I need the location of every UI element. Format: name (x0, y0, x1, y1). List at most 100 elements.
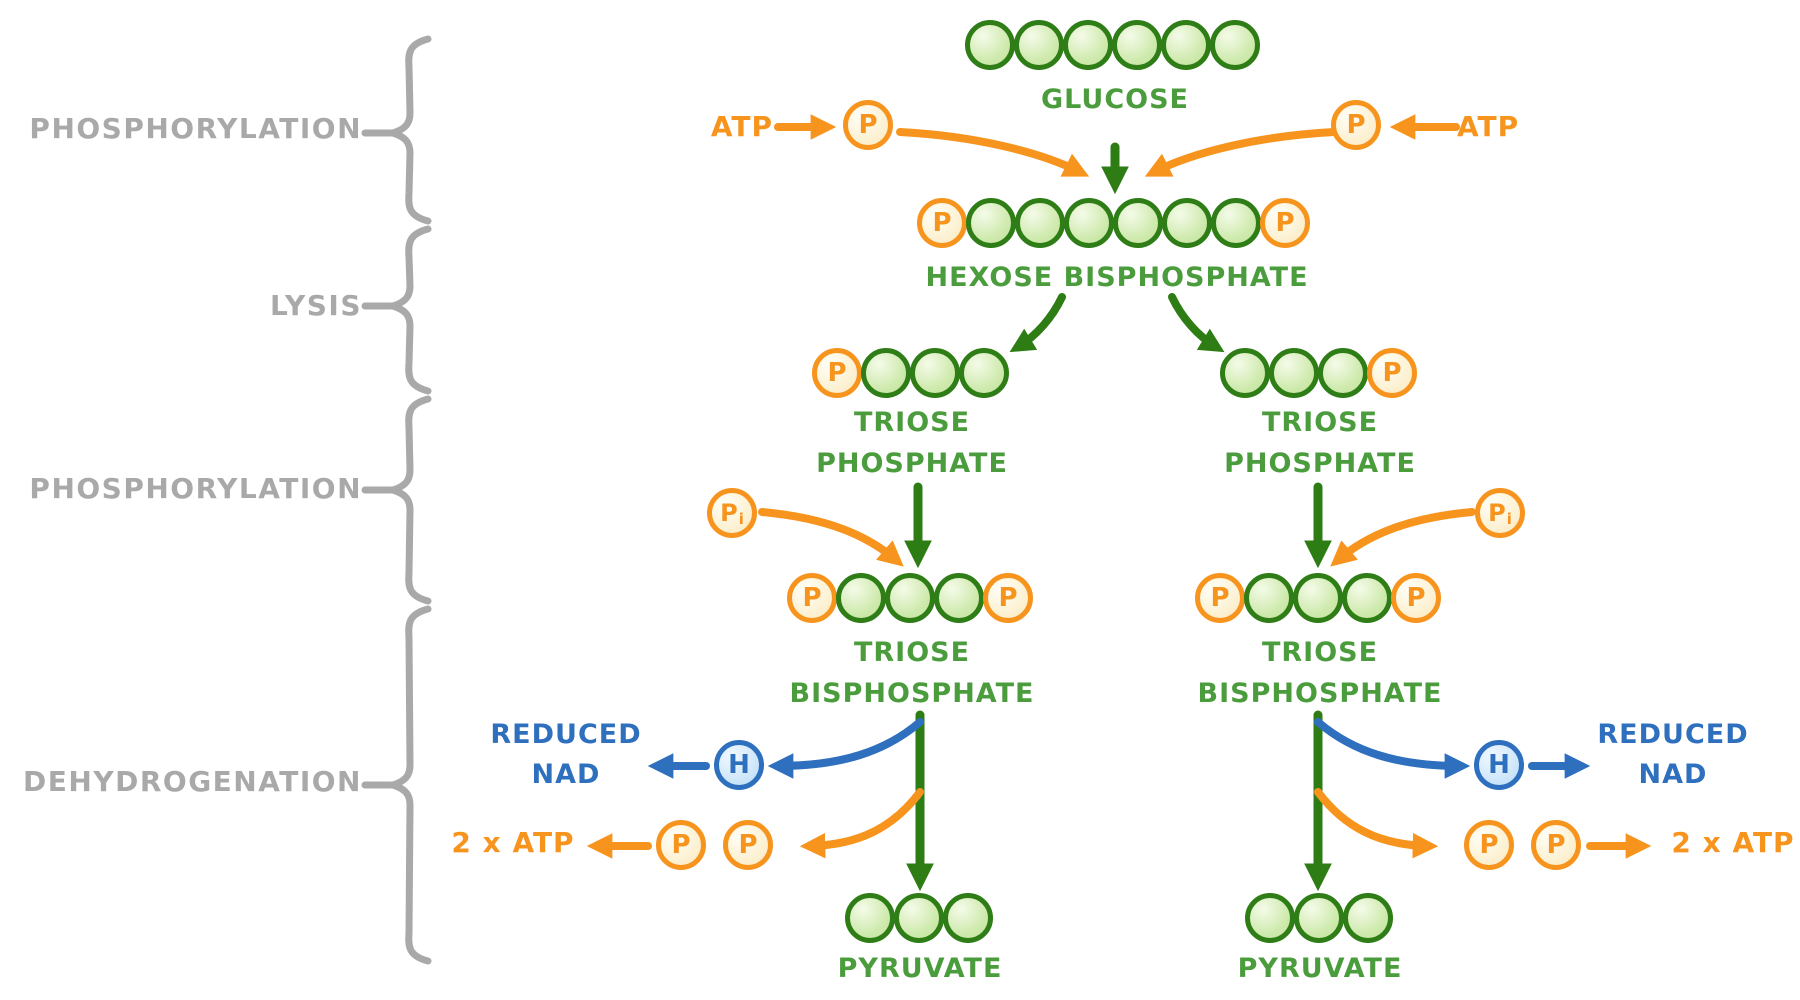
hydrogen-bead: H (1474, 740, 1524, 790)
phosphate-bead: P (983, 573, 1033, 623)
phosphate-bead: P (1391, 573, 1441, 623)
phosphate-bead-letter: P (802, 583, 822, 613)
pyruvate-label-left: PYRUVATE (837, 953, 1003, 984)
triose-bisphosphate-label-right: TRIOSE BISPHOSPHATE (1197, 637, 1443, 709)
phosphate-bead-letter: P (1479, 830, 1499, 860)
carbon-bead (894, 893, 944, 943)
phosphate-bead: P (1367, 348, 1417, 398)
hydrogen-bead-left: H (714, 740, 764, 790)
tbp-to-h-branch-right (1314, 718, 1471, 779)
carbon-bead (845, 893, 895, 943)
phosphate-bead-letter: P (1382, 358, 1402, 388)
phosphate-bead: P (656, 820, 706, 870)
phosphate-bead-letter: P (1406, 583, 1426, 613)
phosphate-bead-letter: P (858, 110, 878, 140)
carbon-bead (1220, 348, 1270, 398)
phosphate-bead: P (1260, 198, 1310, 248)
atp-phosphate-bead-left: P (843, 100, 893, 150)
atp-label-right: ATP (1457, 110, 1520, 143)
triose-phosphate-label-left: TRIOSE PHOSPHATE (816, 407, 1008, 479)
phosphate-bead-letter: P (827, 358, 847, 388)
phosphate-bead: P (1331, 100, 1381, 150)
inorganic-phosphate-bead-subscript: i (738, 509, 744, 528)
phosphate-bead: P (1195, 573, 1245, 623)
pyruvate-chain-left (845, 893, 993, 943)
two-atp-label-right: 2 x ATP (1671, 826, 1795, 859)
hydrogen-bead-letter: H (728, 750, 750, 780)
pyruvate-label-right: PYRUVATE (1237, 953, 1403, 984)
carbon-bead (1162, 198, 1212, 248)
inorganic-phosphate-bead-letter: P (720, 499, 738, 527)
pi-into-tbp-curve-right (1330, 508, 1476, 567)
triose-bisphosphate-label-left: TRIOSE BISPHOSPHATE (789, 637, 1035, 709)
brace-phosphorylation-2 (361, 395, 432, 605)
phosphate-bead: P (812, 348, 862, 398)
pi-into-tbp-curve-left (758, 508, 904, 567)
reduced-nad-label-right: REDUCED NAD (1597, 719, 1749, 790)
triose-phosphate-label-right: TRIOSE PHOSPHATE (1224, 407, 1416, 479)
phosphate-bead: P (1531, 820, 1581, 870)
tbp-to-pp-branch-right (1314, 788, 1439, 859)
inorganic-phosphate-bead-subscript: i (1506, 509, 1512, 528)
triose-phosphate-chain-right: P (1220, 348, 1417, 398)
triose-phosphate-chain-left: P (812, 348, 1009, 398)
carbon-bead (959, 348, 1009, 398)
carbon-bead (1269, 348, 1319, 398)
phosphate-bead-letter: P (1275, 208, 1295, 238)
phosphate-bead-letter: P (932, 208, 952, 238)
phosphate-bead: P (723, 820, 773, 870)
two-atp-label-left: 2 x ATP (451, 826, 575, 859)
phosphate-bead-letter: P (998, 583, 1018, 613)
phosphate-bead-letter: P (738, 830, 758, 860)
hydrogen-bead: H (714, 740, 764, 790)
p-into-hexose-curve-right (1144, 128, 1338, 177)
phosphate-bead: P (1464, 820, 1514, 870)
phosphate-bead-letter: P (1346, 110, 1366, 140)
carbon-bead (1343, 893, 1393, 943)
carbon-bead (1014, 20, 1064, 70)
carbon-bead (1245, 893, 1295, 943)
phosphate-bead: P (787, 573, 837, 623)
hexose-bisphosphate-label: HEXOSE BISPHOSPHATE (925, 262, 1309, 293)
phosphate-bead: P (917, 198, 967, 248)
carbon-bead (965, 20, 1015, 70)
brace-phosphorylation-1 (361, 35, 432, 225)
phosphate-bead-letter: P (671, 830, 691, 860)
p-into-hexose-curve-left (896, 128, 1090, 177)
brace-lysis (361, 225, 432, 395)
carbon-bead (1063, 20, 1113, 70)
carbon-bead (885, 573, 935, 623)
carbon-bead (836, 573, 886, 623)
hydrogen-bead-right: H (1474, 740, 1524, 790)
stage-label-phosphorylation-1: PHOSPHORYLATION (29, 112, 362, 145)
carbon-bead (861, 348, 911, 398)
carbon-bead (910, 348, 960, 398)
hydrogen-bead-letter: H (1488, 750, 1510, 780)
carbon-bead (1244, 573, 1294, 623)
glucose-label: GLUCOSE (1041, 84, 1189, 115)
glucose-chain (965, 20, 1260, 70)
atp-phosphate-bead-right: P (1331, 100, 1381, 150)
carbon-bead (1015, 198, 1065, 248)
stage-label-dehydrogenation: DEHYDROGENATION (23, 765, 362, 798)
carbon-bead (966, 198, 1016, 248)
stage-label-lysis: LYSIS (269, 289, 362, 322)
carbon-bead (1342, 573, 1392, 623)
stage-label-phosphorylation-2: PHOSPHORYLATION (29, 472, 362, 505)
reduced-nad-label-left: REDUCED NAD (490, 719, 642, 790)
carbon-bead (1293, 573, 1343, 623)
atp-label-left: ATP (710, 110, 773, 143)
carbon-bead (1064, 198, 1114, 248)
carbon-bead (934, 573, 984, 623)
carbon-bead (943, 893, 993, 943)
carbon-bead (1210, 20, 1260, 70)
carbon-bead (1211, 198, 1261, 248)
